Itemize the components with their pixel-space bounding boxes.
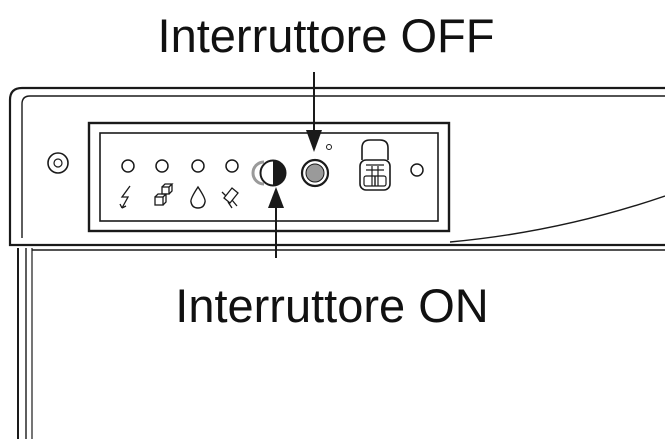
lightning-icon	[119, 185, 131, 209]
machine-housing	[8, 86, 665, 439]
callout-switch-off: Interruttore OFF	[157, 9, 495, 62]
indicator-leds	[121, 159, 239, 173]
indicator-led-power	[121, 159, 135, 173]
arrow-off	[306, 72, 322, 152]
arrow-on	[268, 187, 284, 258]
control-panel	[87, 121, 451, 233]
ice-cubes-icon	[154, 183, 174, 206]
indicator-led-water	[191, 159, 205, 173]
indicator-led-ice	[155, 159, 169, 173]
indicator-led-descale	[225, 159, 239, 173]
status-led	[326, 144, 332, 150]
power-switch-off[interactable]	[300, 158, 330, 188]
right-knob	[410, 163, 424, 177]
side-knob	[47, 152, 69, 174]
dispense-knob[interactable]	[359, 139, 391, 191]
callout-switch-on: Interruttore ON	[175, 279, 489, 332]
water-drop-icon	[190, 185, 206, 209]
power-switch-on[interactable]	[251, 159, 287, 187]
descaling-icon	[221, 187, 239, 209]
